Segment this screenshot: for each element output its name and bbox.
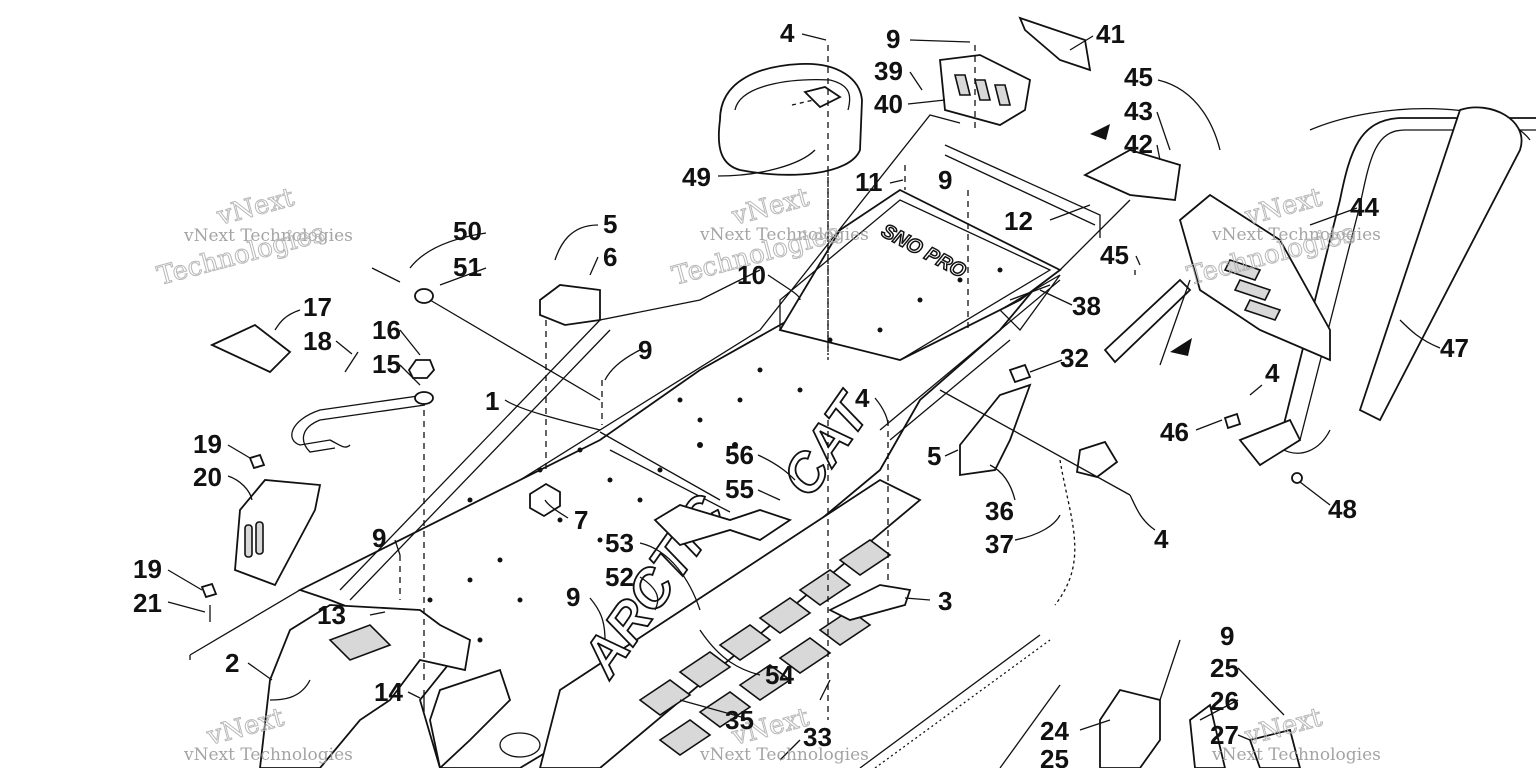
- callout-50: 50: [453, 216, 482, 246]
- callout-48: 48: [1328, 494, 1357, 524]
- leader-lines: [399, 45, 1191, 720]
- callout-9: 9: [372, 523, 386, 553]
- callout-3: 3: [938, 586, 952, 616]
- callout-54: 54: [765, 660, 794, 690]
- callout-33: 33: [803, 722, 832, 752]
- callout-37: 37: [985, 529, 1014, 559]
- callout-4: 4: [855, 383, 870, 413]
- callout-32: 32: [1060, 343, 1089, 373]
- callout-18: 18: [303, 326, 332, 356]
- direction-arrow-up: [1090, 124, 1110, 140]
- svg-text:vNext Technologies: vNext Technologies: [183, 745, 353, 765]
- callout-1: 1: [485, 386, 499, 416]
- callout-40: 40: [874, 89, 903, 119]
- callout-labels: 4 9 41 39 40 45 43 42 49 11 9 12 44 5 50…: [133, 18, 1469, 768]
- callout-45: 45: [1124, 62, 1153, 92]
- callout-42: 42: [1124, 129, 1153, 159]
- callout-9: 9: [638, 335, 652, 365]
- svg-text:vNext Technologies: vNext Technologies: [1211, 745, 1381, 765]
- svg-text:vNext Technologies: vNext Technologies: [699, 225, 869, 245]
- callout-25: 25: [1040, 744, 1069, 768]
- callout-9: 9: [1220, 621, 1234, 651]
- callout-17: 17: [303, 292, 332, 322]
- callout-53: 53: [605, 528, 634, 558]
- callout-15: 15: [372, 349, 401, 379]
- callout-45: 45: [1100, 240, 1129, 270]
- callout-14: 14: [374, 677, 403, 707]
- mounting-holes: [427, 267, 1003, 643]
- callout-7: 7: [574, 505, 588, 535]
- direction-arrow-down: [1170, 338, 1192, 356]
- callout-19: 19: [133, 554, 162, 584]
- callout-35: 35: [725, 705, 754, 735]
- svg-text:vNext Technologies: vNext Technologies: [183, 226, 353, 246]
- callout-51: 51: [453, 252, 482, 282]
- callout-25: 25: [1210, 653, 1239, 683]
- callout-16: 16: [372, 315, 401, 345]
- callout-27: 27: [1210, 720, 1239, 750]
- callout-4: 4: [1154, 524, 1169, 554]
- callout-9: 9: [886, 24, 900, 54]
- callout-12: 12: [1004, 206, 1033, 236]
- callout-24: 24: [1040, 716, 1069, 746]
- callout-10: 10: [737, 260, 766, 290]
- callout-21: 21: [133, 588, 162, 618]
- svg-text:vNext: vNext: [213, 182, 298, 232]
- callout-39: 39: [874, 56, 903, 86]
- callout-4: 4: [780, 18, 795, 48]
- callout-46: 46: [1160, 417, 1189, 447]
- svg-text:vNext Technologies: vNext Technologies: [699, 745, 869, 765]
- top-center-parts: [371, 16, 1101, 547]
- callout-leaders: [167, 33, 1441, 761]
- watermark-1: vNext Technologies vNext Technologies: [154, 182, 353, 292]
- left-brackets: [200, 323, 541, 768]
- callout-55: 55: [725, 474, 754, 504]
- callout-38: 38: [1072, 291, 1101, 321]
- callout-5: 5: [603, 209, 617, 239]
- callout-9: 9: [938, 165, 952, 195]
- callout-47: 47: [1440, 333, 1469, 363]
- callout-11: 11: [855, 167, 883, 197]
- svg-text:vNext Technologies: vNext Technologies: [1211, 225, 1381, 245]
- callout-4: 4: [1265, 358, 1280, 388]
- right-rear-parts: [819, 106, 1536, 768]
- callout-2: 2: [225, 648, 239, 678]
- callout-44: 44: [1350, 192, 1379, 222]
- callout-43: 43: [1124, 96, 1153, 126]
- callout-6: 6: [603, 242, 617, 272]
- callout-19: 19: [193, 429, 222, 459]
- callout-13: 13: [317, 600, 346, 630]
- callout-49: 49: [682, 162, 711, 192]
- callout-20: 20: [193, 462, 222, 492]
- watermark-5: vNext Technologies vNext: [699, 702, 869, 765]
- callout-5: 5: [927, 441, 941, 471]
- callout-36: 36: [985, 496, 1014, 526]
- callout-9: 9: [566, 582, 580, 612]
- callout-52: 52: [605, 562, 634, 592]
- callout-41: 41: [1096, 19, 1125, 49]
- callout-56: 56: [725, 440, 754, 470]
- callout-26: 26: [1210, 686, 1239, 716]
